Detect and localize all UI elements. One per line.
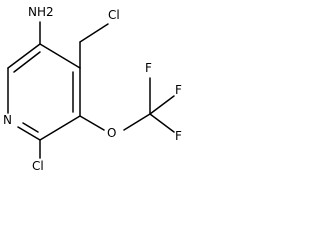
bond-ch2-cl	[79, 23, 109, 43]
fluorine-top-label: F	[145, 61, 152, 75]
bond-c6-n	[17, 126, 41, 141]
ether-oxygen-label: O	[107, 126, 116, 140]
ring-nitrogen-label: N	[3, 113, 12, 127]
bond-c3-c4	[39, 43, 81, 69]
nh2-label: NH2	[28, 5, 54, 19]
bond-c6-n-inner	[22, 122, 39, 133]
ring-chlorine-label: Cl	[32, 159, 44, 173]
bond-cf3-f-right	[149, 95, 175, 115]
chloromethyl-cl-label: Cl	[108, 8, 120, 22]
bond-c5-o	[79, 115, 105, 131]
bond-cf3-f-bottom	[149, 113, 175, 133]
molecule-drawing: NH2 Cl N Cl O F F F	[3, 5, 182, 173]
bond-c2-c3	[7, 43, 41, 69]
fluorine-right-label: F	[175, 83, 182, 97]
bond-c5-c6	[39, 115, 81, 141]
structure-canvas: NH2 Cl N Cl O F F F	[0, 0, 188, 178]
bond-o-cf3	[123, 113, 151, 131]
bond-c2-c3-inner	[13, 51, 41, 73]
fluorine-bottom-label: F	[175, 129, 182, 143]
